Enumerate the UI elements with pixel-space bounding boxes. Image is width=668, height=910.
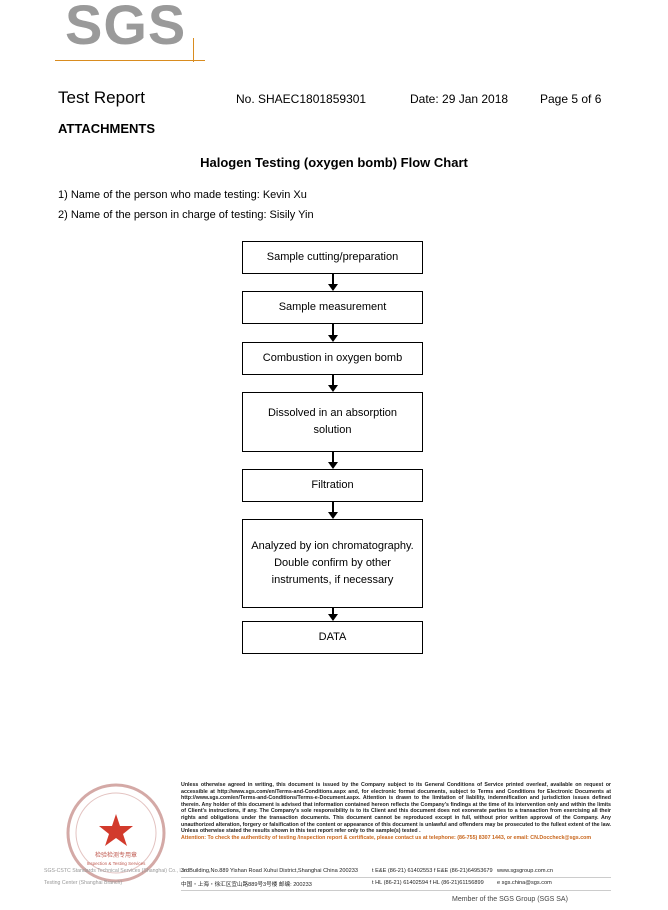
attention-notice: Attention: To check the authenticity of …	[181, 834, 592, 841]
logo-text: SGS	[65, 0, 187, 56]
lab-name-label: SGS-CSTC Standards Technical Services (S…	[44, 868, 189, 874]
flow-step-ion-chromatography: Analyzed by ion chromatography. Double c…	[242, 519, 423, 608]
flow-arrow	[328, 502, 338, 519]
address-chinese: 中国・上海・徐汇区宜山路889号3号楼 邮编: 200233	[181, 882, 312, 888]
disclaimer-text: Unless otherwise agreed in writing, this…	[181, 782, 611, 835]
footer-divider	[181, 890, 611, 891]
address-english: 3rdBuilding,No.889 Yishan Road Xuhui Dis…	[181, 868, 358, 874]
report-number: No. SHAEC1801859301	[236, 92, 367, 106]
contact-email: e sgs.china@sgs.com	[497, 880, 552, 886]
lab-branch-label: Testing Center (Shanghai Branch)	[44, 880, 123, 886]
legal-disclaimer: Unless otherwise agreed in writing, this…	[181, 782, 611, 841]
page-number: Page 5 of 6	[540, 92, 602, 106]
report-title: Test Report	[58, 88, 145, 107]
flow-step-data: DATA	[242, 621, 423, 654]
flow-step-sample-measurement: Sample measurement	[242, 291, 423, 324]
logo-rule-vertical	[193, 38, 194, 62]
svg-text:Inspection & Testing Services: Inspection & Testing Services	[87, 861, 146, 866]
footer-divider	[181, 877, 611, 878]
flow-step-combustion: Combustion in oxygen bomb	[242, 342, 423, 375]
svg-text:检验检测专用章: 检验检测专用章	[95, 851, 137, 859]
flow-arrow	[328, 375, 338, 392]
report-date: Date: 29 Jan 2018	[410, 92, 509, 106]
flow-arrow	[328, 452, 338, 469]
flow-arrow	[328, 608, 338, 621]
flow-step-filtration: Filtration	[242, 469, 423, 502]
sgs-logo: SGS	[55, 0, 205, 62]
flow-arrow	[328, 324, 338, 342]
phone-hl: t HL (86-21) 61402594 f HL (86-21)611568…	[372, 880, 484, 886]
member-note: Member of the SGS Group (SGS SA)	[452, 896, 568, 903]
flow-step-sample-cutting: Sample cutting/preparation	[242, 241, 423, 274]
tester-name: 1) Name of the person who made testing: …	[58, 189, 307, 201]
website: www.sgsgroup.com.cn	[497, 868, 553, 874]
flow-step-dissolved: Dissolved in an absorption solution	[242, 392, 423, 452]
phone-ee: t E&E (86-21) 61402553 f E&E (86-21)6495…	[372, 868, 493, 874]
logo-rule	[55, 60, 205, 61]
flow-chart-title: Halogen Testing (oxygen bomb) Flow Chart	[200, 155, 468, 170]
company-seal-stamp: 检验检测专用章 Inspection & Testing Services	[66, 783, 166, 883]
flow-arrow	[328, 274, 338, 291]
person-in-charge: 2) Name of the person in charge of testi…	[58, 209, 314, 221]
section-heading: ATTACHMENTS	[58, 121, 156, 136]
